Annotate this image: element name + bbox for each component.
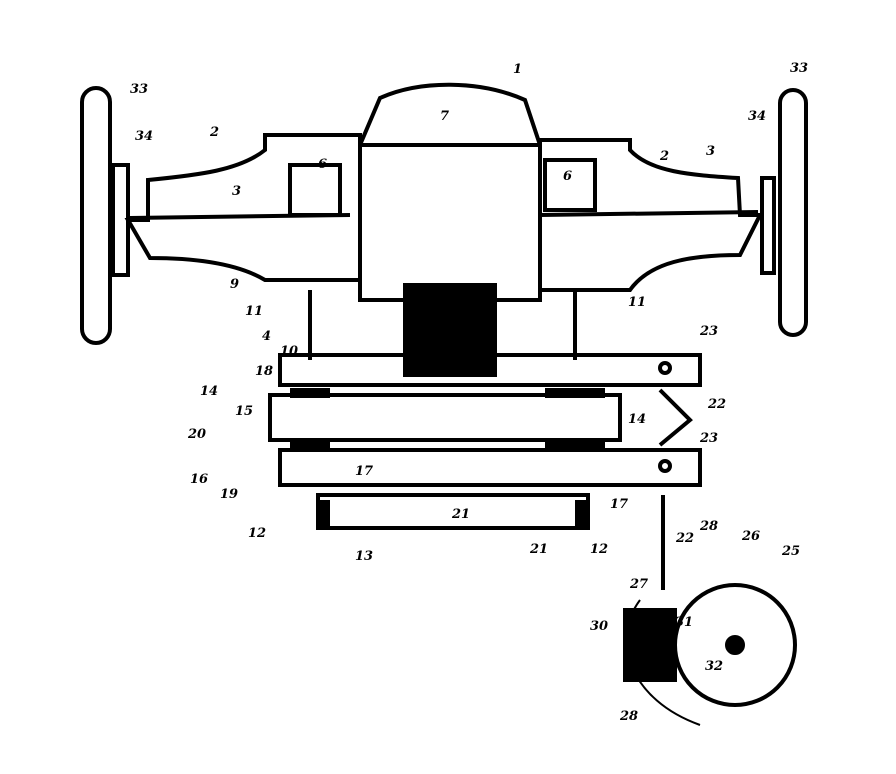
ref-numeral: 11 bbox=[245, 305, 263, 318]
ref-numeral: 21 bbox=[530, 543, 548, 556]
ref-numeral: 17 bbox=[610, 498, 628, 511]
ref-numeral: 3 bbox=[232, 185, 241, 198]
ref-numeral: 10 bbox=[280, 345, 298, 358]
ref-numeral: 20 bbox=[188, 428, 206, 441]
left-wheel bbox=[82, 88, 110, 343]
ref-numeral: 25 bbox=[782, 545, 800, 558]
ref-numeral: 14 bbox=[628, 413, 646, 426]
right-hub bbox=[762, 178, 774, 273]
ref-numeral: 4 bbox=[262, 330, 271, 343]
ref-numeral: 34 bbox=[135, 130, 153, 143]
ref-numeral: 30 bbox=[590, 620, 608, 633]
ref-numeral: 6 bbox=[563, 170, 572, 183]
ref-numeral: 21 bbox=[452, 508, 470, 521]
ref-numeral: 18 bbox=[255, 365, 273, 378]
ref-numeral: 34 bbox=[748, 110, 766, 123]
differential-case bbox=[360, 145, 540, 300]
ref-numeral: 12 bbox=[248, 527, 266, 540]
ref-numeral: 12 bbox=[590, 543, 608, 556]
ref-numeral: 28 bbox=[620, 710, 638, 723]
right-wheel bbox=[780, 90, 806, 335]
brake-actuator bbox=[625, 610, 675, 680]
ref-numeral: 7 bbox=[440, 110, 449, 123]
ref-numeral: 33 bbox=[790, 62, 808, 75]
ref-numeral: 15 bbox=[235, 405, 253, 418]
ref-numeral: 22 bbox=[708, 398, 726, 411]
rack-bar bbox=[270, 395, 620, 440]
ref-numeral: 14 bbox=[200, 385, 218, 398]
ref-numeral: 3 bbox=[706, 145, 715, 158]
ref-numeral: 22 bbox=[676, 532, 694, 545]
ref-numeral: 19 bbox=[220, 488, 238, 501]
ref-numeral: 2 bbox=[660, 150, 669, 163]
lower-gear-bar bbox=[280, 450, 700, 485]
ref-numeral: 27 bbox=[630, 578, 648, 591]
pinion-housing bbox=[405, 285, 495, 375]
ref-numeral: 16 bbox=[190, 473, 208, 486]
ref-numeral: 1 bbox=[513, 63, 522, 76]
ref-numeral: 6 bbox=[318, 158, 327, 171]
ref-numeral: 23 bbox=[700, 325, 718, 338]
ref-numeral: 17 bbox=[355, 465, 373, 478]
ref-numeral: 11 bbox=[628, 296, 646, 309]
ref-numeral: 2 bbox=[210, 126, 219, 139]
ref-numeral: 13 bbox=[355, 550, 373, 563]
ref-numeral: 9 bbox=[230, 278, 239, 291]
differential-cover bbox=[360, 85, 540, 145]
ref-numeral: 31 bbox=[675, 616, 693, 629]
ref-numeral: 28 bbox=[700, 520, 718, 533]
ref-numeral: 23 bbox=[700, 432, 718, 445]
ref-numeral: 33 bbox=[130, 83, 148, 96]
ref-numeral: 26 bbox=[742, 530, 760, 543]
ref-numeral: 32 bbox=[705, 660, 723, 673]
